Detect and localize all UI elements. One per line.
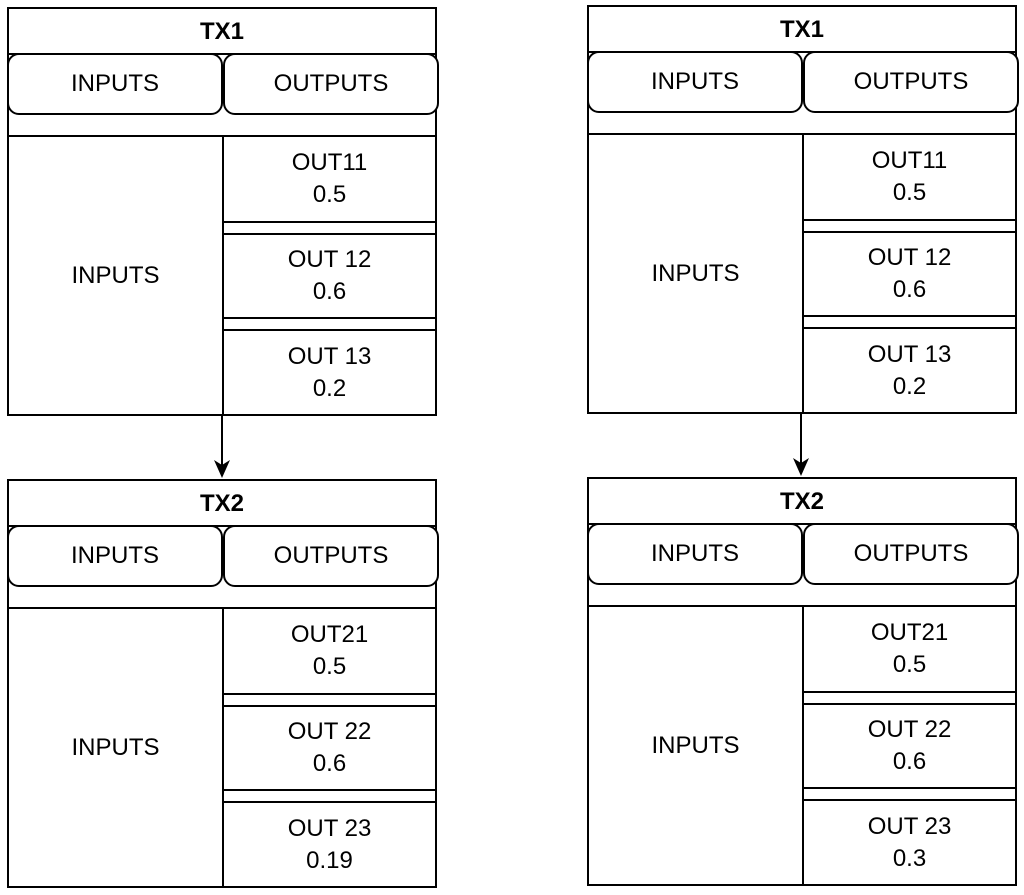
output-name: OUT 12 [867,244,952,271]
output-name: OUT 22 [867,716,952,743]
column-divider [222,135,224,414]
inputs-label: INPUTS [71,261,160,289]
output-value: 0.3 [892,844,927,872]
output-value: 0.5 [312,181,347,208]
column-divider [222,607,224,886]
header-inputs: INPUTS [7,525,223,587]
output-cell: OUT 13 0.2 [804,327,1015,412]
output-cell: OUT 22 0.6 [804,703,1015,789]
output-value: 0.5 [892,651,927,678]
tx-box-left-1: TX1 INPUTS OUTPUTS INPUTS OUT11 0.5 OUT … [7,7,439,416]
header-outputs: OUTPUTS [803,51,1019,113]
output-value: 0.19 [306,846,353,874]
output-name: OUT21 [290,621,369,648]
inputs-label: INPUTS [651,731,740,759]
tx-box-right-2: TX2 INPUTS OUTPUTS INPUTS OUT21 0.5 OUT … [587,477,1019,886]
output-cell: OUT 13 0.2 [224,329,435,414]
output-cell: OUT21 0.5 [804,607,1015,693]
output-cell: OUT21 0.5 [224,609,435,695]
output-name: OUT 23 [867,812,952,840]
output-value: 0.6 [892,276,927,303]
output-cell: OUT 22 0.6 [224,705,435,791]
output-name: OUT 13 [867,340,952,368]
output-value: 0.6 [312,278,347,305]
output-name: OUT11 [871,147,948,174]
output-value: 0.5 [312,653,347,680]
output-value: 0.5 [892,179,927,206]
header-outputs: OUTPUTS [223,53,439,115]
box-title: TX1 [9,9,435,55]
output-value: 0.2 [312,374,347,402]
header-outputs: OUTPUTS [223,525,439,587]
output-value: 0.2 [892,372,927,400]
output-cell: OUT 23 0.3 [804,799,1015,884]
output-name: OUT21 [870,619,949,646]
output-value: 0.6 [892,748,927,775]
output-cell: OUT11 0.5 [804,135,1015,221]
box-title: TX2 [589,479,1015,525]
box-title: TX2 [9,481,435,527]
inputs-label: INPUTS [651,259,740,287]
output-name: OUT 13 [287,342,372,370]
inputs-label: INPUTS [71,733,160,761]
column-divider [802,133,804,412]
output-cell: OUT 12 0.6 [804,231,1015,317]
output-name: OUT11 [291,149,368,176]
header-inputs: INPUTS [587,523,803,585]
arrow-down-icon [793,412,809,476]
column-divider [802,605,804,884]
header-inputs: INPUTS [587,51,803,113]
header-inputs: INPUTS [7,53,223,115]
output-name: OUT 23 [287,814,372,842]
header-outputs: OUTPUTS [803,523,1019,585]
output-cell: OUT 12 0.6 [224,233,435,319]
tx-box-left-2: TX2 INPUTS OUTPUTS INPUTS OUT21 0.5 OUT … [7,479,439,888]
output-cell: OUT11 0.5 [224,137,435,223]
arrow-down-icon [214,414,230,478]
output-name: OUT 12 [287,246,372,273]
output-cell: OUT 23 0.19 [224,801,435,886]
output-value: 0.6 [312,750,347,777]
box-title: TX1 [589,7,1015,53]
tx-box-right-1: TX1 INPUTS OUTPUTS INPUTS OUT11 0.5 OUT … [587,5,1019,414]
output-name: OUT 22 [287,718,372,745]
